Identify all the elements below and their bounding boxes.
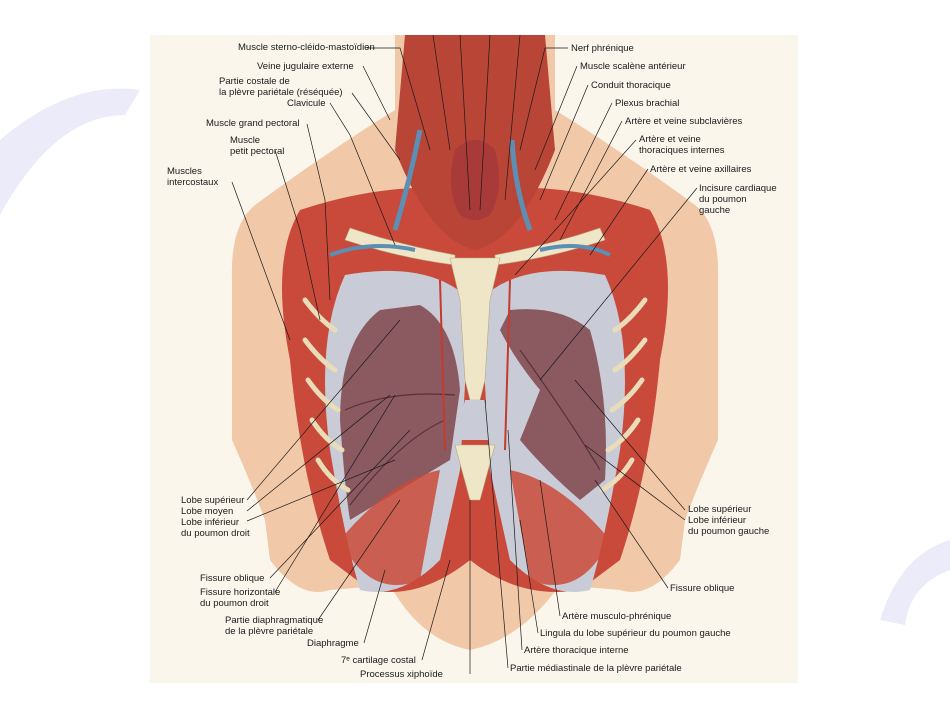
label-xiphoid-process: Processus xiphoïde: [360, 669, 443, 680]
diaphragm-right: [340, 470, 440, 585]
label-pectoralis-minor-1: Muscle: [230, 135, 260, 146]
mediastinal-pleura: [455, 400, 495, 440]
label-intercostal-muscles-2: intercostaux: [167, 177, 218, 188]
label-external-jugular-vein: Veine jugulaire externe: [257, 61, 354, 72]
label-diaphragm: Diaphragme: [307, 638, 359, 649]
label-cardiac-notch-2: du poumon: [699, 194, 747, 205]
label-cardiac-notch-3: gauche: [699, 205, 730, 216]
label-right-oblique-fissure: Fissure oblique: [200, 573, 264, 584]
xiphoid-process: [454, 444, 496, 501]
right-horizontal-fissure: [344, 393, 456, 411]
label-cardiac-notch-1: Incisure cardiaque: [699, 183, 777, 194]
label-lingula: Lingula du lobe supérieur du poumon gauc…: [540, 628, 731, 639]
leader-lines: [231, 34, 698, 674]
right-lung: [340, 305, 460, 520]
label-internal-thoracic-vessels-2: thoraciques internes: [639, 145, 725, 156]
label-right-lower-lobe: Lobe inférieur: [181, 517, 239, 528]
label-left-lung: du poumon gauche: [688, 526, 769, 537]
right-jugular-vein: [392, 129, 423, 231]
label-right-upper-lobe: Lobe supérieur: [181, 495, 244, 506]
label-musculophrenic-artery: Artère musculo-phrénique: [562, 611, 671, 622]
label-phrenic-nerve: Nerf phrénique: [571, 43, 634, 54]
label-intercostal-muscles-1: Muscles: [167, 166, 202, 177]
label-subclavian-vessels: Artère et veine subclavières: [625, 116, 742, 127]
label-brachial-plexus: Plexus brachial: [615, 98, 679, 109]
label-axillary-vessels: Artère et veine axillaires: [650, 164, 752, 175]
left-oblique-fissure: [519, 349, 601, 471]
label-seventh-costal-cartilage: 7ᵉ cartilage costal: [341, 655, 416, 666]
label-horizontal-fissure-2: du poumon droit: [200, 598, 269, 609]
label-diaphragmatic-pleura-2: de la plèvre pariétale: [225, 626, 313, 637]
label-sternocleidomastoid: Muscle sterno-cléido-mastoïdien: [238, 42, 375, 53]
label-right-middle-lobe: Lobe moyen: [181, 506, 233, 517]
ribs-right: [302, 297, 351, 493]
label-pectoralis-major: Muscle grand pectoral: [206, 118, 299, 129]
internal-thoracic-artery-right: [439, 279, 446, 451]
label-pectoralis-minor-2: petit pectoral: [230, 146, 284, 157]
label-thoracic-duct: Conduit thoracique: [591, 80, 671, 91]
thyroid: [451, 140, 499, 220]
label-left-oblique-fissure: Fissure oblique: [670, 583, 734, 594]
label-costal-pleura-1: Partie costale de: [219, 76, 290, 87]
label-clavicle: Clavicule: [287, 98, 326, 109]
diaphragm-left: [510, 470, 610, 585]
label-internal-thoracic-artery: Artère thoracique interne: [524, 645, 629, 656]
label-diaphragmatic-pleura-1: Partie diaphragmatique: [225, 615, 323, 626]
internal-thoracic-artery-left: [504, 279, 511, 451]
label-left-lower-lobe: Lobe inférieur: [688, 515, 746, 526]
right-oblique-fissure: [349, 419, 446, 506]
label-horizontal-fissure-1: Fissure horizontale: [200, 587, 280, 598]
left-lung: [500, 309, 606, 500]
label-mediastinal-pleura: Partie médiastinale de la plèvre pariéta…: [510, 663, 682, 674]
label-right-lung: du poumon droit: [181, 528, 250, 539]
label-internal-thoracic-vessels-1: Artère et veine: [639, 134, 701, 145]
left-jugular-vein: [509, 139, 533, 231]
ribs-left: [599, 297, 648, 493]
left-subclavian-vessels: [539, 244, 611, 257]
label-left-upper-lobe: Lobe supérieur: [688, 504, 751, 515]
right-subclavian-vessels: [329, 244, 416, 257]
label-costal-pleura-2: la plèvre pariétale (réséquée): [219, 87, 343, 98]
label-anterior-scalene: Muscle scalène antérieur: [580, 61, 686, 72]
